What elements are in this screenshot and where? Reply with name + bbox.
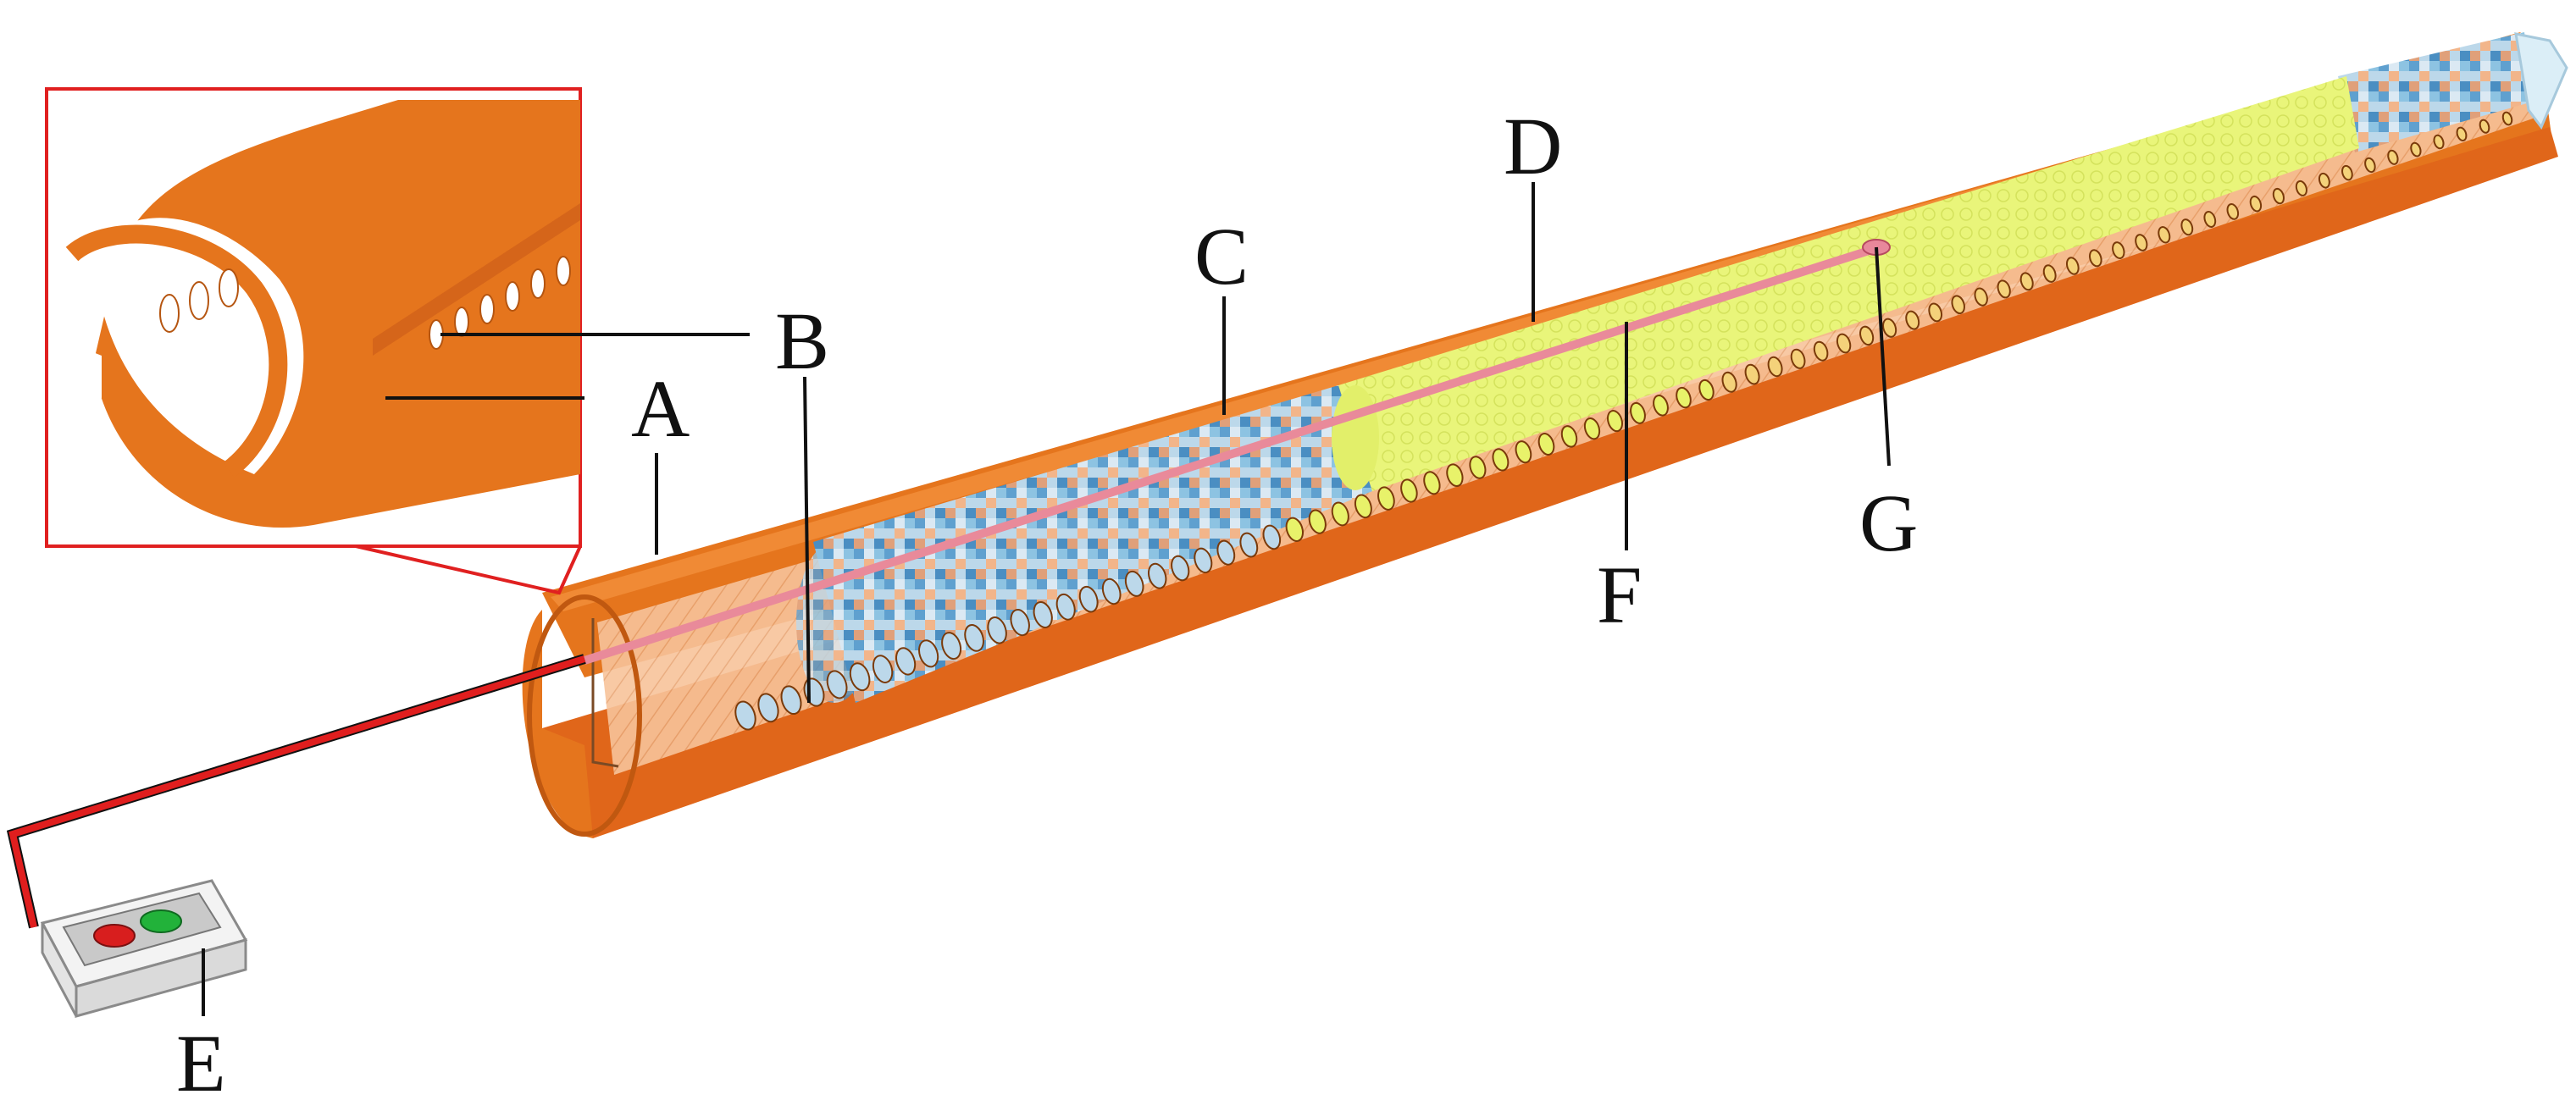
external-cable [6,654,586,929]
perforation-hole [1905,310,1920,330]
perforation-hole [1630,401,1646,424]
perforation-hole [1216,539,1236,566]
perforation-hole [2065,257,2080,275]
perforation-hole [2019,272,2034,291]
label-e: E [176,1018,226,1108]
perforation-hole [1354,494,1372,519]
perforation-hole [1469,456,1487,479]
perforation-hole [1331,501,1349,527]
perforation-hole [1836,333,1852,354]
green-button [140,909,182,933]
label-a: A [631,363,690,454]
perforation-hole [1033,601,1053,628]
perforation-hole [1101,578,1122,605]
perforation-hole [1194,547,1213,574]
perforation-hole [2158,226,2171,244]
perforation-hole [1124,570,1144,597]
perforation-hole [1515,440,1532,464]
perforation-hole [780,685,802,716]
perforation-hole [1767,356,1783,378]
perforation-hole [1653,395,1669,417]
perforation-hole [1377,486,1395,511]
perforation-hole [1859,325,1875,346]
perforation-hole [734,700,756,731]
perforation-hole [2112,241,2125,260]
control-box [40,879,248,1018]
perforation-hole [1285,517,1304,543]
perforation-holes [734,111,2513,731]
perforation-hole [1813,340,1829,362]
perforation-hole [1239,532,1259,558]
label-c: C [1194,211,1249,301]
perforation-hole [2089,249,2102,268]
perforation-hole [1078,585,1099,613]
perforation-hole [2364,157,2376,174]
perforation-hole [2249,195,2263,213]
perforation-hole [941,632,962,661]
perforation-hole [964,624,984,652]
perforation-hole [1882,318,1897,338]
label-g: G [1859,478,1918,568]
perforation-hole [2341,164,2353,181]
perforation-hole [1010,609,1030,637]
perforation-hole [1997,279,2011,299]
perforation-hole [987,616,1007,644]
perforation-hole [1147,562,1167,589]
perforation-hole [1606,410,1624,433]
perforation-hole [2272,187,2285,205]
perforation-hole [872,655,894,683]
perforation-hole [2135,234,2148,251]
perforation-hole [1308,509,1327,534]
perforation-hole [1171,555,1190,582]
perforation-hole [849,662,871,692]
perforation-hole [1698,379,1715,401]
label-d: D [1504,101,1562,191]
perforation-hole [1721,371,1737,393]
perforation-hole [1492,448,1510,472]
perforation-hole [1055,593,1076,621]
perforation-hole [2180,218,2194,236]
label-b: B [775,296,829,386]
perforation-hole [2042,264,2057,283]
perforation-hole [1676,386,1692,409]
perforation-hole [1951,295,1965,314]
perforation-hole [2456,126,2468,141]
perforation-hole [1928,302,1943,323]
perforation-hole [918,639,939,668]
tube-mouth [522,594,642,838]
perforation-hole [2410,141,2422,158]
tube-end-cap [2514,32,2568,130]
perforation-hole [2387,149,2399,165]
perforation-hole [2501,111,2513,126]
perforation-hole [2479,119,2490,134]
perforation-hole [826,670,848,699]
perforation-hole [1583,417,1601,440]
perforation-hole [1744,363,1760,385]
inset-view [45,87,582,595]
perforation-hole [2226,203,2240,220]
perforation-hole [1537,433,1555,456]
perforation-hole [895,647,917,676]
perforation-hole [2318,172,2330,189]
perforation-hole [1423,471,1441,495]
perforation-hole [1560,425,1578,448]
perforation-hole [1446,463,1464,488]
perforation-hole [2433,134,2445,150]
perforation-hole [1790,348,1806,369]
perforation-hole [757,693,779,723]
red-button [93,924,136,948]
leader-lines [202,182,1891,1016]
yellow-section [1332,76,2359,491]
perforation-hole [2203,211,2217,228]
mosaic-section [796,32,2533,703]
label-f: F [1597,550,1642,640]
perforation-hole [1974,287,1988,307]
perforation-hole [1400,478,1418,503]
perforation-hole [2295,180,2307,196]
perforation-hole [1262,524,1282,550]
